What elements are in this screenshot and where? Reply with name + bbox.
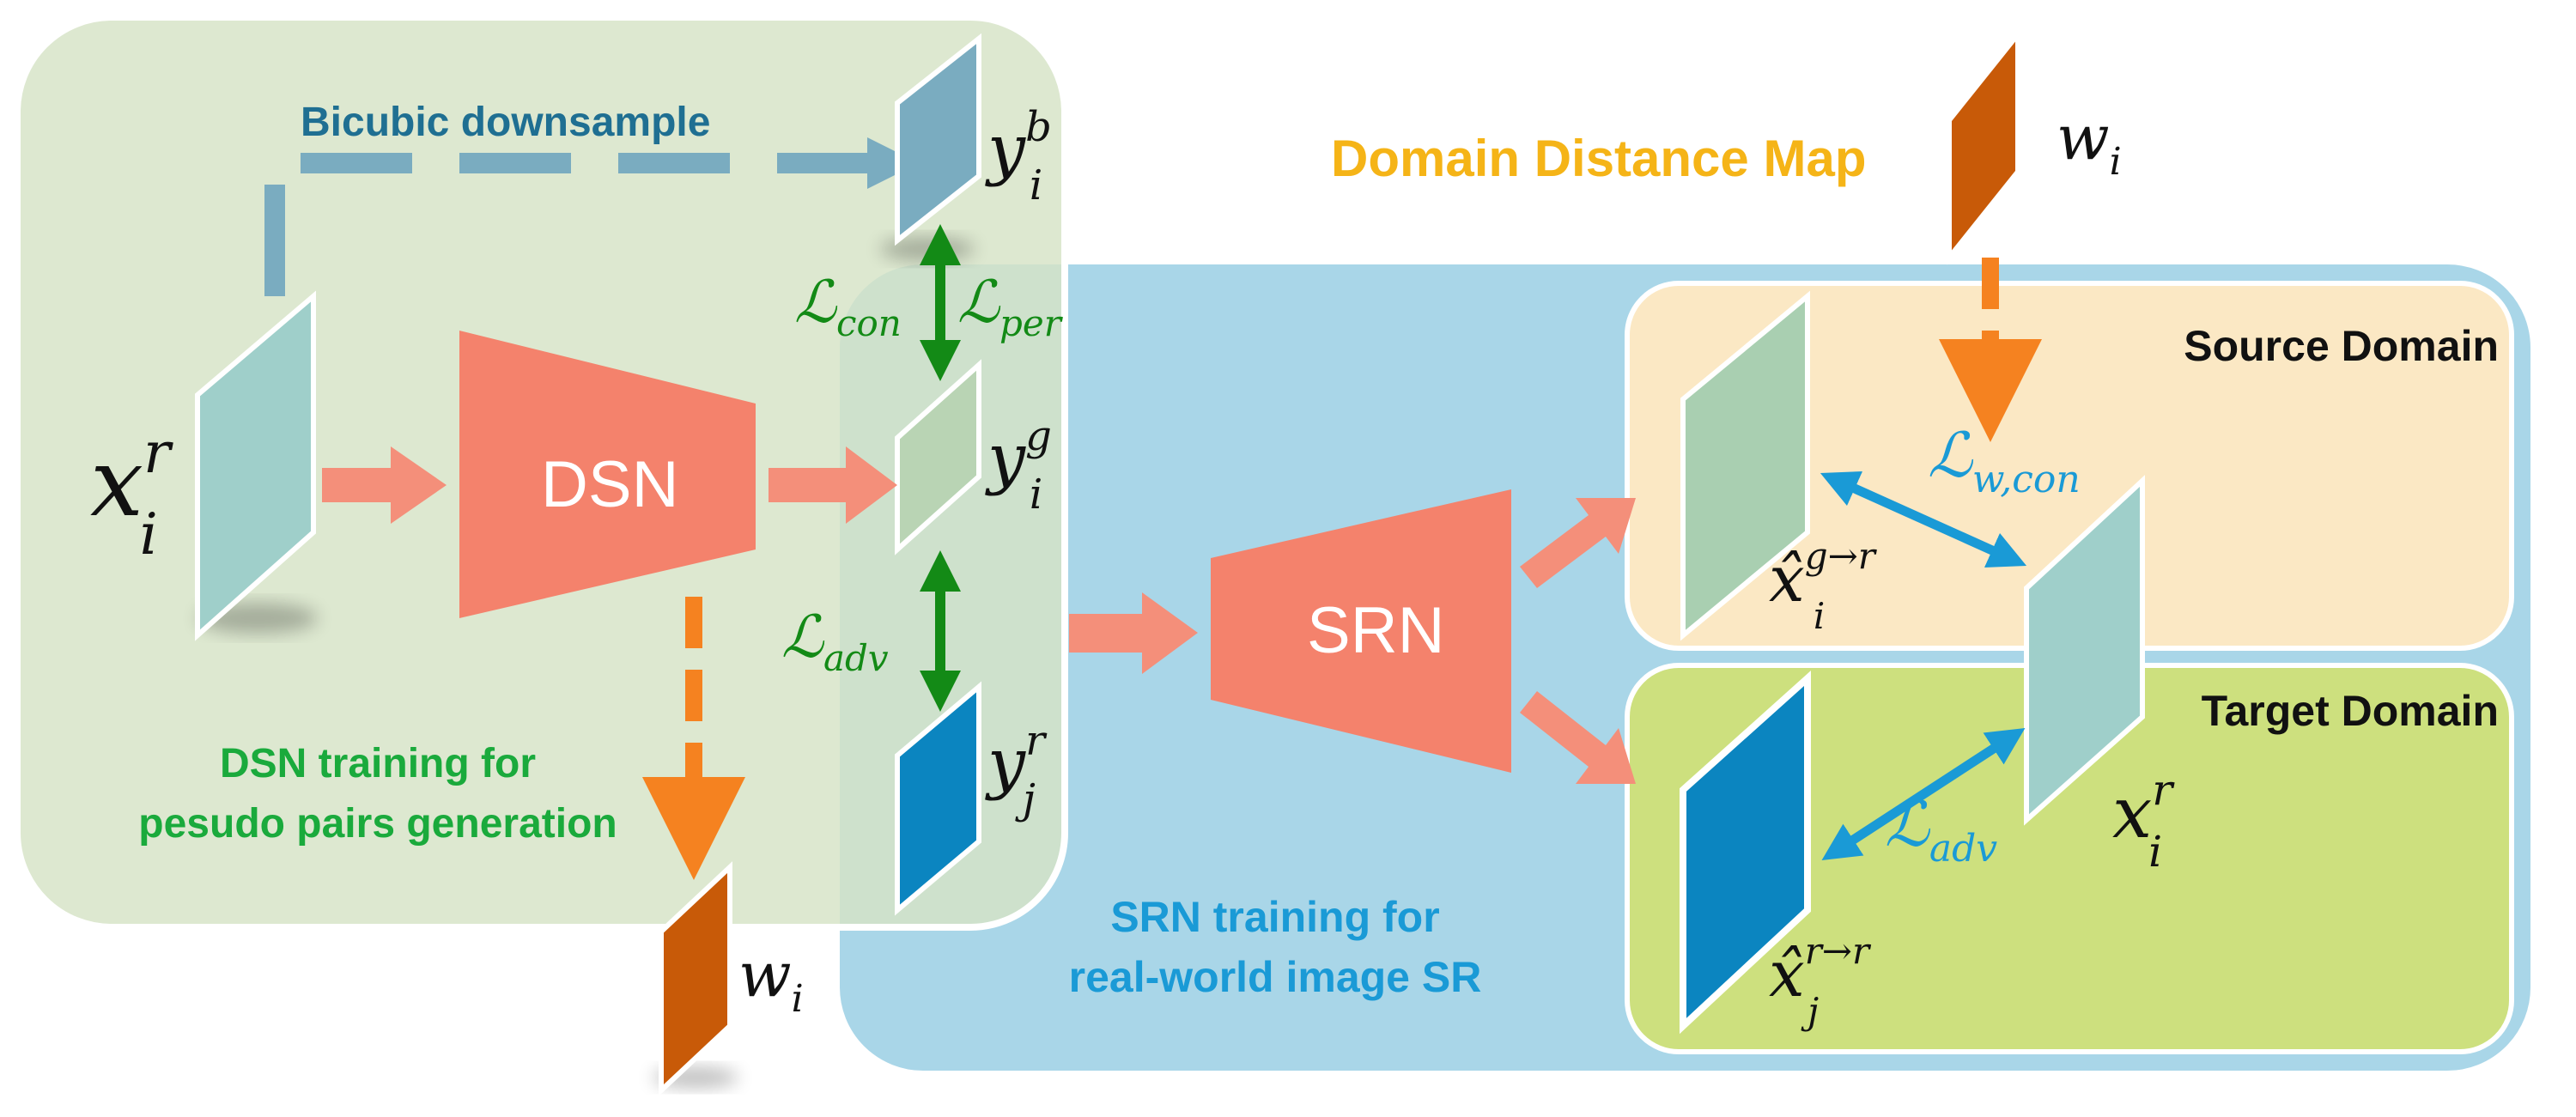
flow-arrow-to-srn — [1069, 592, 1198, 674]
loss-arrow-wcon — [1820, 470, 2027, 568]
srn-network — [1211, 489, 1511, 773]
loss-arrow-adv-srn — [1821, 728, 2026, 860]
srn-training-label-line2: real-world image SR — [1069, 953, 1482, 1001]
math-w-i-bottom: wi — [738, 938, 804, 1021]
sr-target-output-patch — [1680, 671, 1811, 1035]
dsn-network — [459, 331, 756, 618]
flow-arrow-input-to-dsn — [322, 446, 447, 524]
bicubic-label: Bicubic downsample — [301, 100, 710, 145]
dsn-training-label-line1: DSN training for — [220, 741, 536, 786]
target-domain-label: Target Domain — [2202, 687, 2499, 735]
flow-arrow-srn-to-target — [1520, 691, 1636, 784]
math-l-wcon: ℒw,con — [1928, 419, 2081, 501]
weight-map-patch-top — [1947, 27, 2020, 265]
dsn-training-label-line2: pesudo pairs generation — [138, 801, 617, 847]
source-domain-label: Source Domain — [2184, 322, 2499, 370]
srn-label: SRN — [1307, 594, 1444, 667]
bicubic-path — [264, 137, 919, 296]
input-image-patch — [195, 290, 318, 641]
sr-source-output-patch — [1680, 290, 1810, 641]
flow-arrow-dsn-to-yg — [769, 446, 897, 524]
dsn-label: DSN — [541, 448, 678, 521]
hr-target-patch — [2024, 475, 2145, 826]
domain-distance-map-label: Domain Distance Map — [1331, 130, 1866, 187]
flow-arrow-srn-to-source — [1520, 498, 1636, 588]
math-l-adv-srn: ℒadv — [1885, 788, 1997, 871]
weight-map-patch-bottom — [653, 861, 738, 1096]
generated-lr-patch — [895, 359, 981, 555]
math-l-per: ℒper — [957, 269, 1064, 344]
math-l-adv-dsn: ℒadv — [781, 604, 889, 679]
math-w-i-top: wi — [2057, 101, 2122, 184]
math-l-con: ℒcon — [794, 269, 902, 344]
srn-training-label-line1: SRN training for — [1110, 893, 1439, 941]
